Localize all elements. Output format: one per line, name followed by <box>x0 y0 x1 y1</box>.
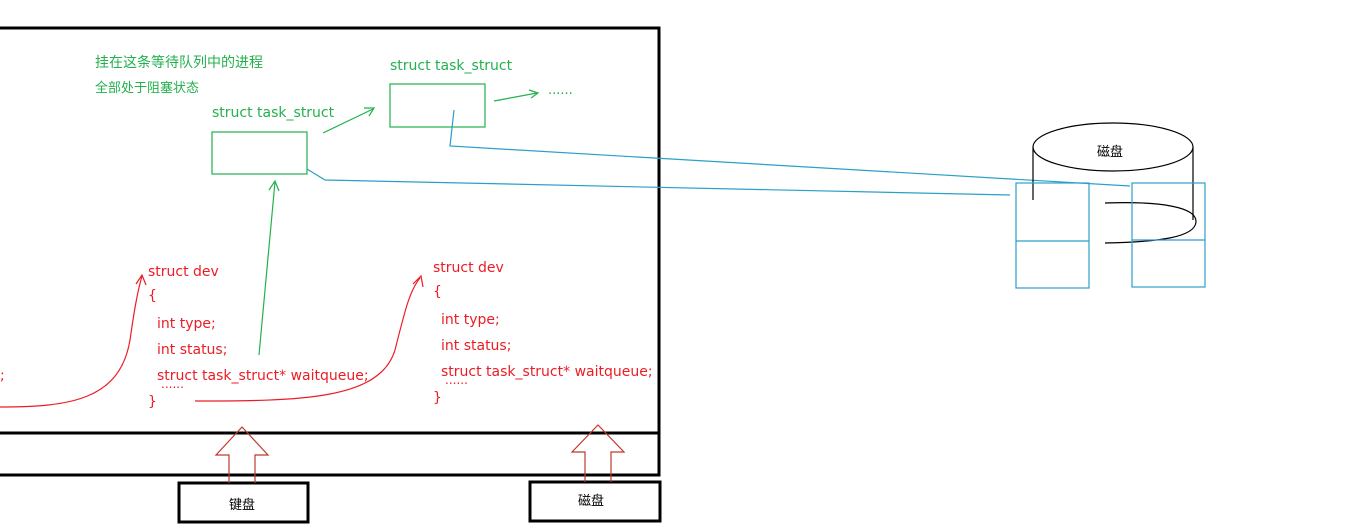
curve-arrow-left <box>0 275 143 408</box>
disk-block-right <box>1131 182 1206 288</box>
disk-cylinder-label: 磁盘 <box>1097 145 1124 160</box>
dev-right-more: ...... <box>445 373 468 387</box>
dev-left-waitqueue: struct task_struct* waitqueue; <box>157 368 369 384</box>
dev-right-type: int type; <box>441 312 500 328</box>
dev-left-status: int status; <box>157 342 228 358</box>
disk-block-left <box>1015 182 1090 289</box>
dev-right-title: struct dev <box>433 260 504 276</box>
left-partial-text: ; <box>0 368 5 384</box>
waitqueue-arrow <box>258 181 276 356</box>
task1-to-disk-line <box>306 168 1011 196</box>
waitqueue-arrow-head <box>268 179 280 192</box>
dev-right-open: { <box>433 284 442 300</box>
task-more-arrow <box>493 92 538 102</box>
task-more-arrow-head <box>528 89 540 99</box>
curve-arrow-right <box>194 277 421 402</box>
disk-cylinder-bottom <box>1104 202 1197 244</box>
disk-box <box>528 480 662 523</box>
note-line-1: 挂在这条等待队列中的进程 <box>95 55 263 71</box>
task-link-arrow <box>322 108 374 134</box>
dev-left-close: } <box>148 394 157 410</box>
keyboard-box <box>177 481 310 524</box>
task-more: ...... <box>548 83 573 98</box>
dev-left-more: ...... <box>161 377 184 391</box>
memory-frame <box>0 26 661 477</box>
task-label-2: struct task_struct <box>390 58 513 74</box>
disk-label: 磁盘 <box>578 494 605 509</box>
note-line-2: 全部处于阻塞状态 <box>95 81 200 96</box>
dev-right-status: int status; <box>441 338 512 354</box>
dev-left-title: struct dev <box>148 264 219 280</box>
dev-right-close: } <box>433 390 442 406</box>
keyboard-label: 键盘 <box>229 498 256 513</box>
task-label-1: struct task_struct <box>212 105 335 121</box>
task-link-arrow-head <box>364 107 376 117</box>
dev-right-waitqueue: struct task_struct* waitqueue; <box>441 364 653 380</box>
curve-arrow-left-head <box>135 273 147 286</box>
task-box-1 <box>211 131 308 175</box>
task2-to-disk-line <box>449 109 1131 187</box>
dev-left-type: int type; <box>157 316 216 332</box>
task-box-2 <box>389 83 486 128</box>
disk-up-arrow <box>570 424 626 482</box>
disk-cylinder-top <box>1032 122 1194 172</box>
keyboard-up-arrow <box>214 426 270 483</box>
dev-left-open: { <box>148 288 157 304</box>
curve-arrow-right-head <box>412 274 424 288</box>
